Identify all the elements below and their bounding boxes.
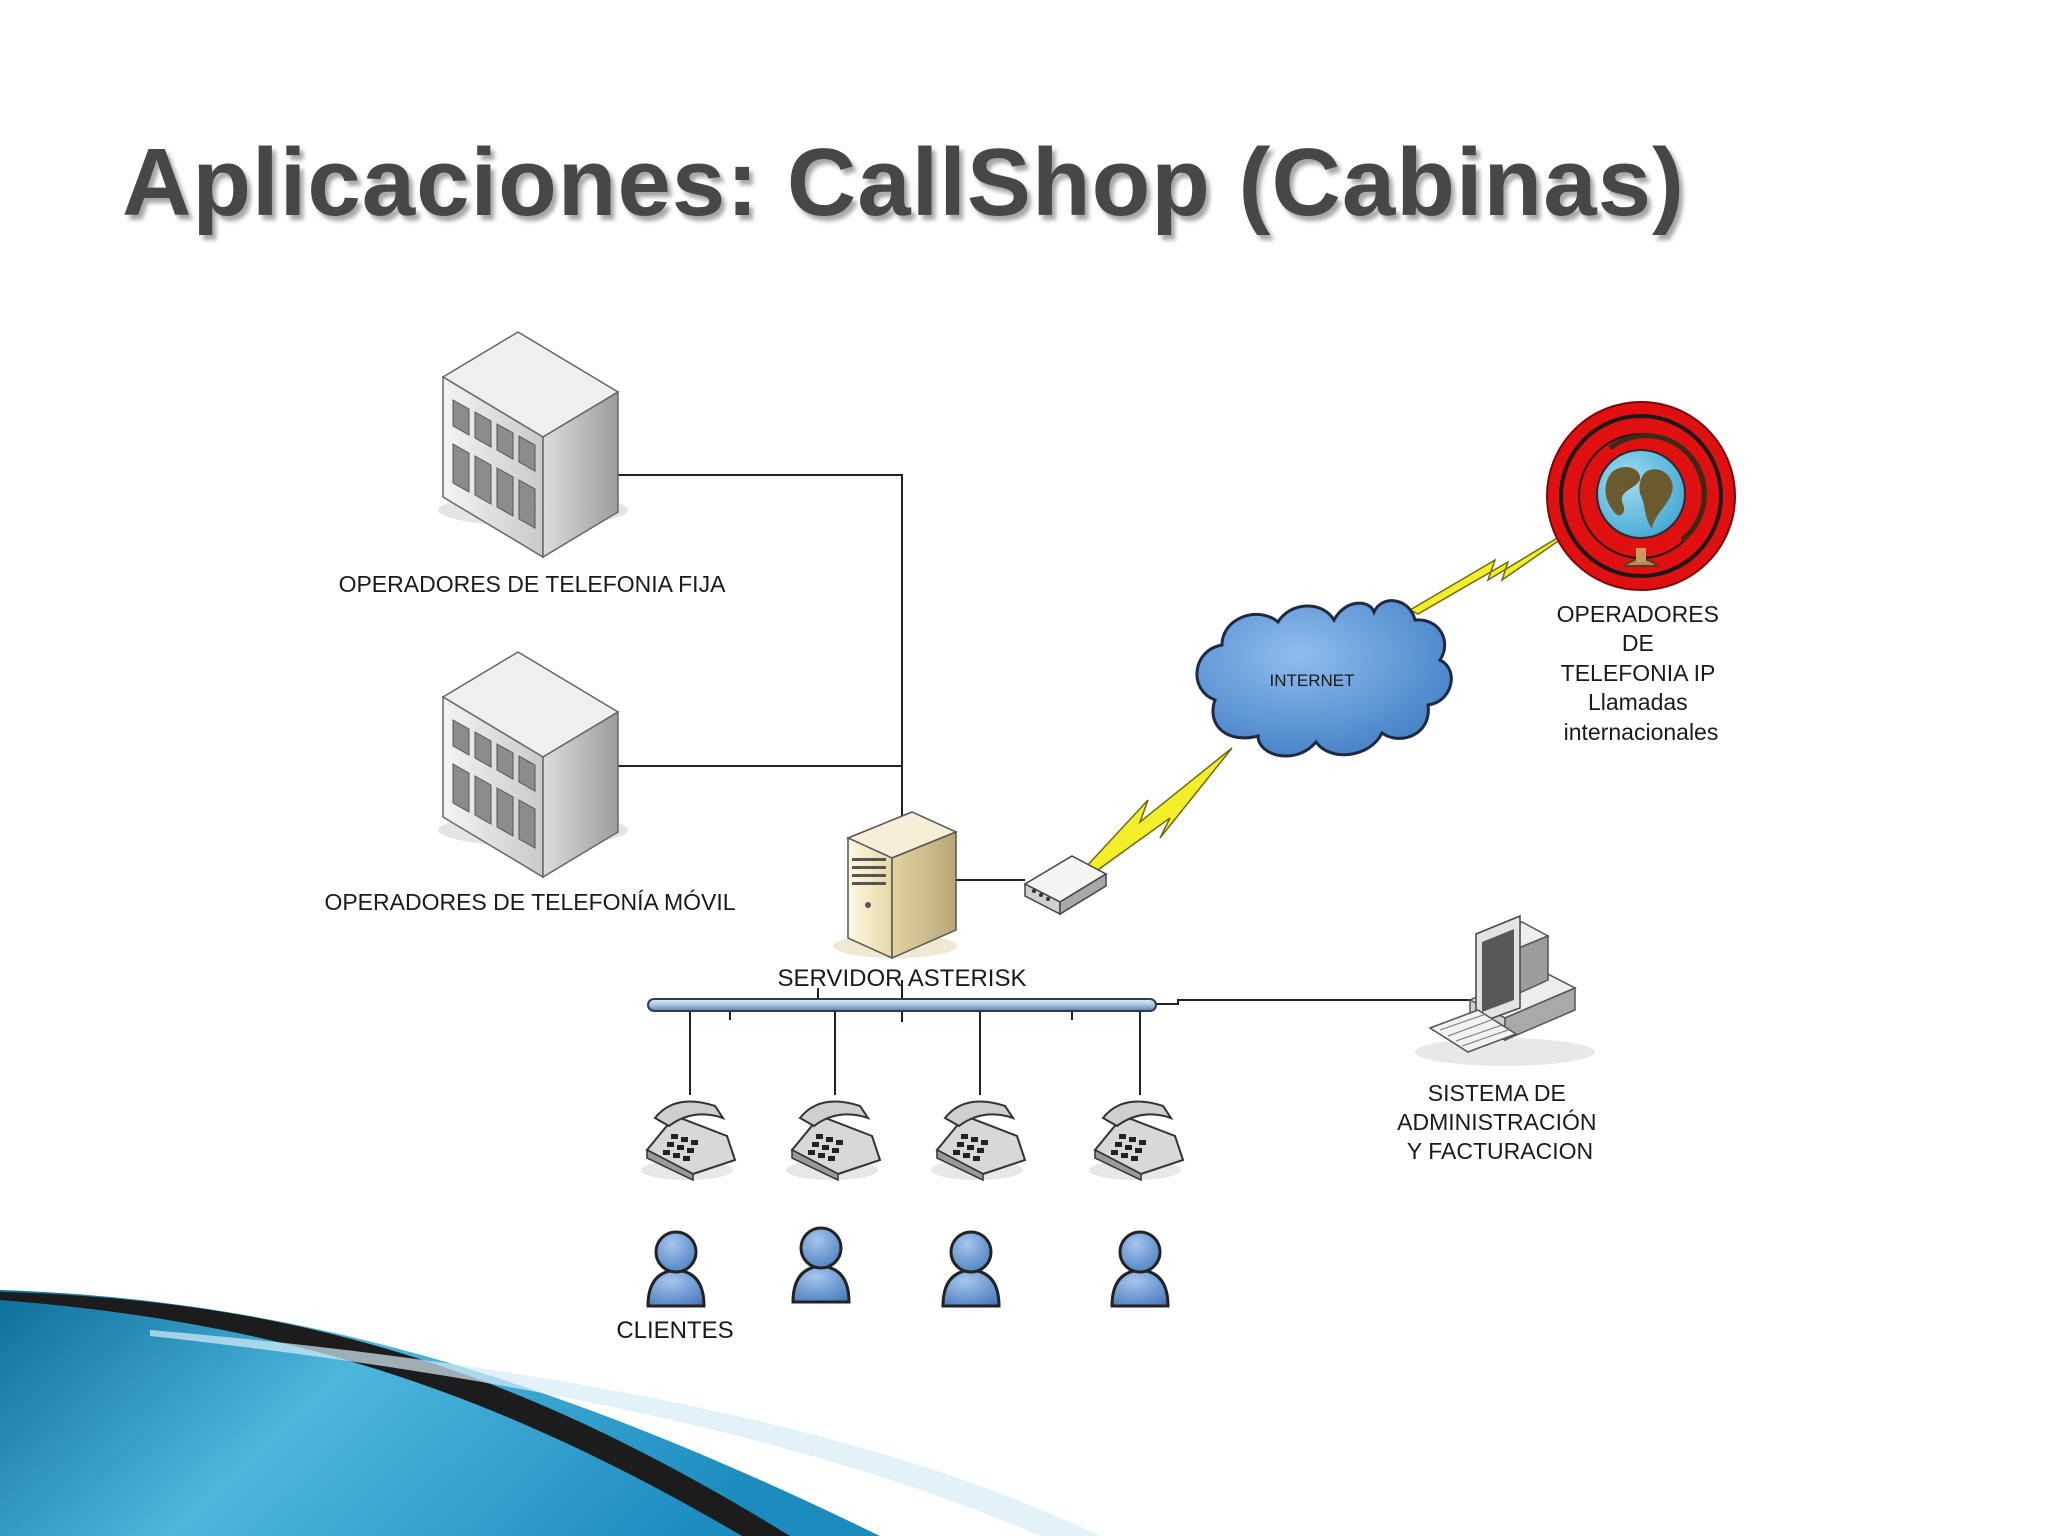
- office-building-icon: [437, 331, 629, 558]
- ip-operators-label-line: internacionales: [1564, 719, 1719, 745]
- user-icon: [791, 1226, 851, 1304]
- clients-label: CLIENTES: [616, 1317, 733, 1344]
- ip-operators-label-line: OPERADORES: [1557, 601, 1719, 627]
- server-tower-icon: [833, 811, 958, 960]
- asterisk-server-label: SERVIDOR ASTERISK: [778, 965, 1027, 992]
- clients-node: CLIENTES: [616, 1226, 1170, 1344]
- wireless-link-lightning: [1408, 511, 1601, 615]
- slide-title: Aplicaciones: CallShop (Cabinas): [122, 129, 1685, 236]
- admin-system-label-line: Y FACTURACION: [1407, 1138, 1593, 1164]
- globe-icon: [1546, 401, 1736, 591]
- wireless-link-lightning: [1083, 747, 1233, 873]
- admin-system-label: SISTEMA DE ADMINISTRACIÓN Y FACTURACION: [1397, 1080, 1603, 1164]
- user-icon: [941, 1230, 1001, 1308]
- ip-operators-node: OPERADORES DE TELEFONIA IP Llamadas inte…: [1546, 401, 1736, 745]
- fixed-operators-label: OPERADORES DE TELEFONIA FIJA: [339, 571, 726, 597]
- router-icon: [1023, 855, 1108, 916]
- footer-wave-decoration: [0, 1290, 1100, 1536]
- ip-operators-label-line: Llamadas: [1588, 689, 1688, 715]
- ip-operators-label-line: TELEFONIA IP: [1561, 660, 1715, 686]
- telephone-icon: [640, 1100, 736, 1181]
- mobile-operators-label: OPERADORES DE TELEFONÍA MÓVIL: [324, 889, 735, 915]
- internet-node: INTERNET: [1195, 599, 1453, 758]
- telephone-icon: [930, 1100, 1026, 1181]
- cloud-icon: [1195, 599, 1453, 758]
- fixed-operators-node: OPERADORES DE TELEFONIA FIJA: [339, 331, 726, 597]
- lan-bus: [647, 998, 1157, 1012]
- admin-system-label-line: ADMINISTRACIÓN: [1397, 1109, 1596, 1135]
- admin-system-node: SISTEMA DE ADMINISTRACIÓN Y FACTURACION: [1397, 914, 1603, 1164]
- telephone-icon: [1088, 1100, 1184, 1181]
- router-node: [1023, 855, 1108, 916]
- office-building-icon: [437, 651, 629, 878]
- admin-system-label-line: SISTEMA DE: [1428, 1080, 1566, 1106]
- telephone-icon: [785, 1100, 881, 1181]
- ip-operators-label: OPERADORES DE TELEFONIA IP Llamadas inte…: [1557, 601, 1726, 745]
- internet-label: INTERNET: [1270, 671, 1355, 690]
- user-icon: [1110, 1230, 1170, 1308]
- desktop-computer-icon: [1415, 914, 1595, 1066]
- asterisk-server-node: SERVIDOR ASTERISK: [778, 811, 1027, 992]
- mobile-operators-node: OPERADORES DE TELEFONÍA MÓVIL: [324, 651, 736, 915]
- client-phones: [640, 1100, 1184, 1181]
- ip-operators-label-line: DE: [1622, 630, 1654, 656]
- user-icon: [646, 1230, 706, 1308]
